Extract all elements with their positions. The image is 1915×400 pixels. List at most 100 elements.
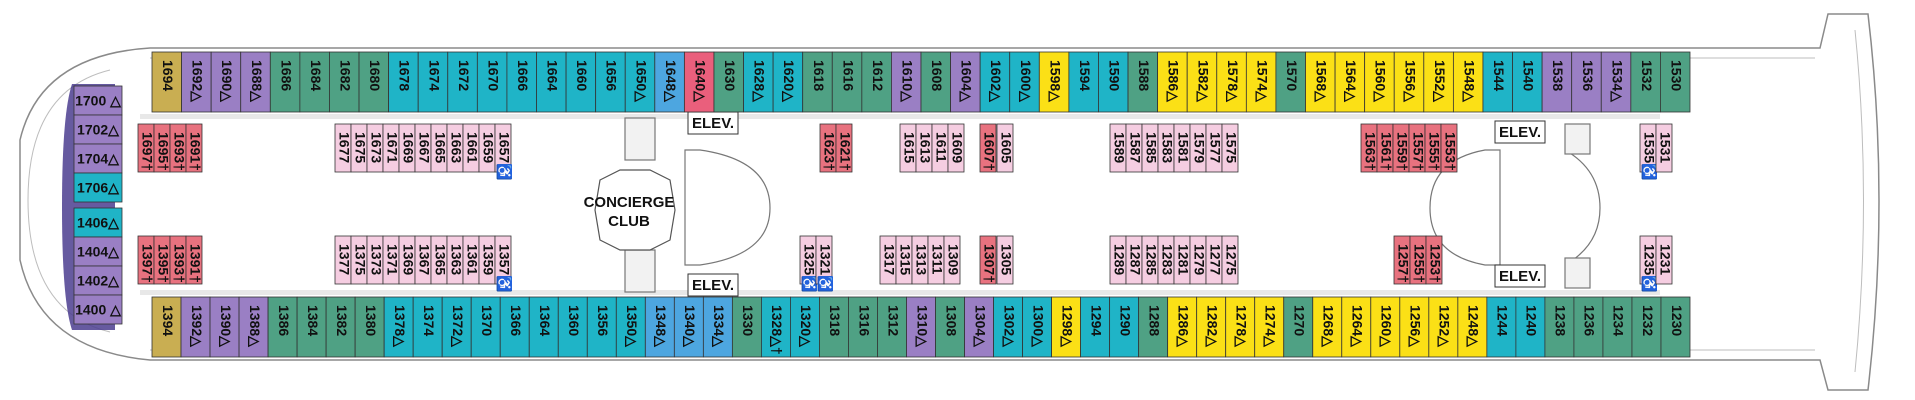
cabin-1384[interactable]: 1384 <box>296 296 327 358</box>
cabin-1664[interactable]: 1664 <box>536 51 567 113</box>
cabin-1240[interactable]: 1240 <box>1515 296 1546 358</box>
cabin-1692[interactable]: 1692△ <box>181 51 212 113</box>
cabin-1361[interactable]: 1361 <box>462 235 480 285</box>
cabin-1607[interactable]: 1607† <box>979 123 997 173</box>
cabin-1532[interactable]: 1532 <box>1630 51 1661 113</box>
cabin-1583[interactable]: 1583 <box>1157 123 1175 173</box>
cabin-1691[interactable]: 1691† <box>185 123 203 173</box>
cabin-1277[interactable]: 1277 <box>1205 235 1223 285</box>
cabin-1672[interactable]: 1672 <box>447 51 478 113</box>
cabin-1290[interactable]: 1290 <box>1109 296 1140 358</box>
cabin-1316[interactable]: 1316 <box>848 296 878 358</box>
cabin-1536[interactable]: 1536 <box>1571 51 1602 113</box>
cabin-1560[interactable]: 1560△ <box>1364 51 1395 113</box>
cabin-1620[interactable]: 1620△ <box>772 51 804 113</box>
cabin-1321[interactable]: 1321♿ <box>815 235 833 293</box>
cabin-1628[interactable]: 1628△ <box>743 51 774 113</box>
cabin-1589[interactable]: 1589 <box>1109 123 1127 173</box>
cabin-1365[interactable]: 1365 <box>430 235 448 285</box>
cabin-1386[interactable]: 1386 <box>267 296 298 358</box>
cabin-1388[interactable]: 1388△ <box>238 296 269 358</box>
cabin-1278[interactable]: 1278△ <box>1225 296 1256 358</box>
cabin-1268[interactable]: 1268△ <box>1312 296 1343 358</box>
cabin-1311[interactable]: 1311 <box>927 235 945 285</box>
cabin-1260[interactable]: 1260△ <box>1370 296 1401 358</box>
cabin-1559[interactable]: 1559† <box>1392 123 1410 173</box>
cabin-1308[interactable]: 1308 <box>935 296 965 358</box>
cabin-1357[interactable]: 1357♿ <box>494 235 512 293</box>
cabin-1704[interactable]: 1704△ <box>73 143 123 174</box>
cabin-1675[interactable]: 1675 <box>350 123 368 173</box>
cabin-1281[interactable]: 1281 <box>1173 235 1191 285</box>
cabin-1275[interactable]: 1275 <box>1221 235 1239 285</box>
cabin-1665[interactable]: 1665 <box>430 123 448 173</box>
cabin-1702[interactable]: 1702△ <box>73 114 123 145</box>
cabin-1581[interactable]: 1581 <box>1173 123 1191 173</box>
cabin-1531[interactable]: 1531 <box>1655 123 1673 173</box>
cabin-1350[interactable]: 1350△ <box>615 296 646 358</box>
cabin-1611[interactable]: 1611 <box>931 123 949 173</box>
cabin-1556[interactable]: 1556△ <box>1393 51 1425 113</box>
cabin-1587[interactable]: 1587 <box>1125 123 1143 173</box>
cabin-1574[interactable]: 1574△ <box>1245 51 1277 113</box>
cabin-1575[interactable]: 1575 <box>1221 123 1239 173</box>
cabin-1579[interactable]: 1579 <box>1189 123 1207 173</box>
cabin-1588[interactable]: 1588 <box>1127 51 1159 113</box>
cabin-1667[interactable]: 1667 <box>414 123 432 173</box>
cabin-1367[interactable]: 1367 <box>414 235 432 285</box>
cabin-1609[interactable]: 1609 <box>947 123 965 173</box>
cabin-1377[interactable]: 1377 <box>334 235 352 285</box>
cabin-1371[interactable]: 1371 <box>382 235 400 285</box>
cabin-1659[interactable]: 1659 <box>478 123 496 173</box>
cabin-1578[interactable]: 1578△ <box>1216 51 1247 113</box>
cabin-1313[interactable]: 1313 <box>911 235 929 285</box>
cabin-1656[interactable]: 1656 <box>595 51 626 113</box>
cabin-1315[interactable]: 1315 <box>895 235 913 285</box>
cabin-1608[interactable]: 1608 <box>920 51 951 113</box>
cabin-1252[interactable]: 1252△ <box>1428 296 1459 358</box>
cabin-1348[interactable]: 1348△ <box>644 296 675 358</box>
cabin-1586[interactable]: 1586△ <box>1157 51 1188 113</box>
cabin-1400[interactable]: 1400 △ <box>73 294 123 325</box>
cabin-1231[interactable]: 1231 <box>1655 235 1673 285</box>
cabin-1640[interactable]: 1640△ <box>683 51 715 113</box>
cabin-1340[interactable]: 1340△ <box>673 296 704 358</box>
cabin-1650[interactable]: 1650△ <box>624 51 656 113</box>
cabin-1661[interactable]: 1661 <box>462 123 480 173</box>
cabin-1594[interactable]: 1594 <box>1068 51 1099 113</box>
cabin-1706[interactable]: 1706△ <box>73 172 123 203</box>
cabin-1605[interactable]: 1605 <box>996 123 1014 173</box>
cabin-1235[interactable]: 1235♿ <box>1639 235 1657 293</box>
cabin-1694[interactable]: 1694 <box>151 51 182 113</box>
cabin-1553[interactable]: 1553† <box>1440 123 1458 173</box>
cabin-1282[interactable]: 1282△ <box>1196 296 1227 358</box>
cabin-1404[interactable]: 1404△ <box>73 236 123 267</box>
cabin-1660[interactable]: 1660 <box>565 51 597 113</box>
cabin-1544[interactable]: 1544 <box>1482 51 1513 113</box>
cabin-1555[interactable]: 1555† <box>1424 123 1442 173</box>
cabin-1300[interactable]: 1300△ <box>1022 296 1052 358</box>
cabin-1657[interactable]: 1657♿ <box>494 123 512 181</box>
cabin-1616[interactable]: 1616 <box>831 51 863 113</box>
cabin-1598[interactable]: 1598△ <box>1038 51 1070 113</box>
cabin-1680[interactable]: 1680 <box>358 51 390 113</box>
cabin-1285[interactable]: 1285 <box>1141 235 1159 285</box>
cabin-1360[interactable]: 1360 <box>557 296 588 358</box>
cabin-1230[interactable]: 1230 <box>1660 296 1691 358</box>
cabin-1684[interactable]: 1684 <box>299 51 330 113</box>
cabin-1677[interactable]: 1677 <box>334 123 352 173</box>
cabin-1298[interactable]: 1298△ <box>1051 296 1082 358</box>
cabin-1535[interactable]: 1535♿ <box>1639 123 1657 181</box>
cabin-1604[interactable]: 1604△ <box>950 51 981 113</box>
cabin-1397[interactable]: 1397† <box>137 235 155 285</box>
cabin-1257[interactable]: 1257† <box>1393 235 1411 285</box>
cabin-1538[interactable]: 1538 <box>1541 51 1573 113</box>
cabin-1289[interactable]: 1289 <box>1109 235 1127 285</box>
cabin-1330[interactable]: 1330 <box>731 296 762 358</box>
cabin-1256[interactable]: 1256△ <box>1399 296 1430 358</box>
cabin-1363[interactable]: 1363 <box>446 235 464 285</box>
cabin-1270[interactable]: 1270 <box>1283 296 1314 358</box>
cabin-1390[interactable]: 1390△ <box>209 296 240 358</box>
cabin-1582[interactable]: 1582△ <box>1186 51 1218 113</box>
cabin-1648[interactable]: 1648△ <box>654 51 685 113</box>
